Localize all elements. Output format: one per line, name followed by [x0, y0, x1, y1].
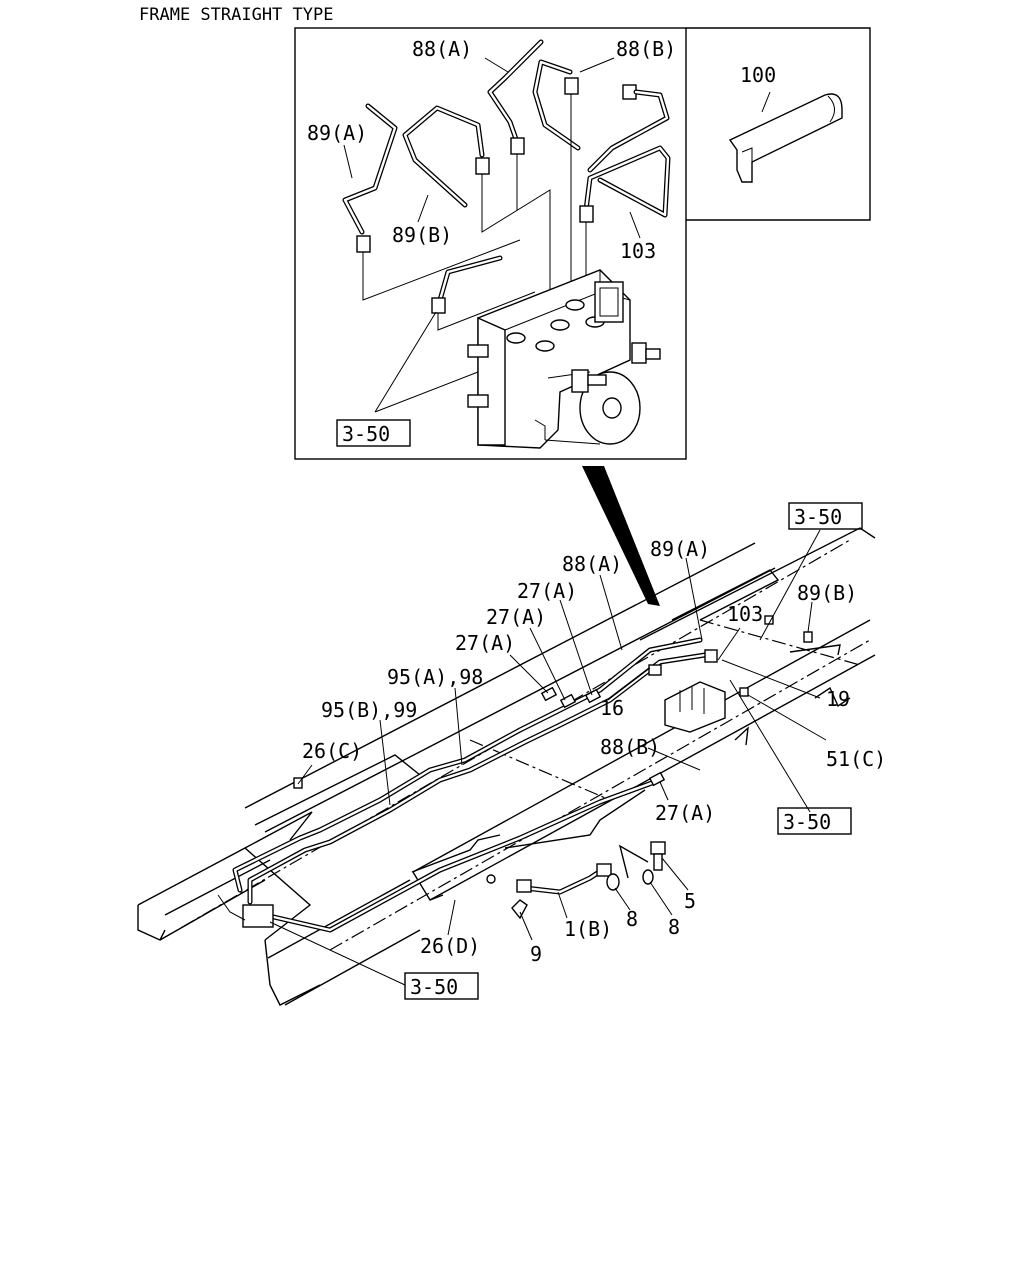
clips-27a: [540, 686, 666, 787]
label-27a-1: 27(A): [517, 579, 577, 603]
label-27a-2: 27(A): [486, 605, 546, 629]
label-9: 9: [530, 942, 542, 966]
label-89a: 89(A): [307, 121, 367, 145]
label-8a: 8: [626, 907, 638, 931]
ref-box-mid: [777, 807, 852, 835]
label-main-88a: 88(A): [562, 552, 622, 576]
inset-panel: 88(A) 88(B) 89(A) 89(B) 103 100 3-50: [294, 27, 871, 460]
ref-label-top: 3-50: [794, 505, 842, 529]
leader-lines: [269, 529, 827, 986]
ref-box-inset: [336, 419, 411, 447]
label-16: 16: [600, 696, 624, 720]
hydraulic-unit: [467, 269, 661, 449]
frame-assembly: [137, 527, 876, 1006]
label-88b: 88(B): [616, 37, 676, 61]
pipe-88b: [532, 59, 581, 300]
ref-box-bottom: [404, 972, 479, 1000]
label-27a-3: 27(A): [455, 631, 515, 655]
ref-label-bottom: 3-50: [410, 975, 458, 999]
pipe-89b: [402, 105, 551, 340]
weatherstrip-100: [728, 93, 843, 183]
diagram-title: FRAME STRAIGHT TYPE: [139, 5, 333, 25]
pipe-lower-nut: [431, 255, 536, 331]
label-27a-4: 27(A): [655, 801, 715, 825]
label-89b: 89(B): [392, 223, 452, 247]
pipe-88a: [487, 39, 544, 210]
main-brake-lines: [232, 637, 708, 933]
label-100: 100: [740, 63, 776, 87]
label-95b-99: 95(B),99: [321, 698, 417, 722]
label-26c: 26(C): [302, 739, 362, 763]
ref-label-inset: 3-50: [342, 422, 390, 446]
detail-pointer-arrow: [582, 466, 660, 606]
label-main-89a: 89(A): [650, 537, 710, 561]
label-26d: 26(D): [420, 934, 480, 958]
ref-label-mid: 3-50: [783, 810, 831, 834]
label-103: 103: [620, 239, 656, 263]
label-main-89b: 89(B): [797, 581, 857, 605]
pipe-upper-right: [587, 84, 670, 173]
label-main-88b: 88(B): [600, 735, 660, 759]
label-19: 19: [826, 687, 850, 711]
label-95a-98: 95(A),98: [387, 665, 483, 689]
label-51c: 51(C): [826, 747, 886, 771]
label-8b: 8: [668, 915, 680, 939]
label-1b: 1(B): [564, 917, 612, 941]
small-parts: [217, 615, 851, 928]
ref-box-top: [788, 502, 863, 530]
pipe-89a: [342, 103, 521, 301]
label-5: 5: [684, 889, 696, 913]
label-main-103: 103: [727, 602, 763, 626]
label-88a: 88(A): [412, 37, 472, 61]
